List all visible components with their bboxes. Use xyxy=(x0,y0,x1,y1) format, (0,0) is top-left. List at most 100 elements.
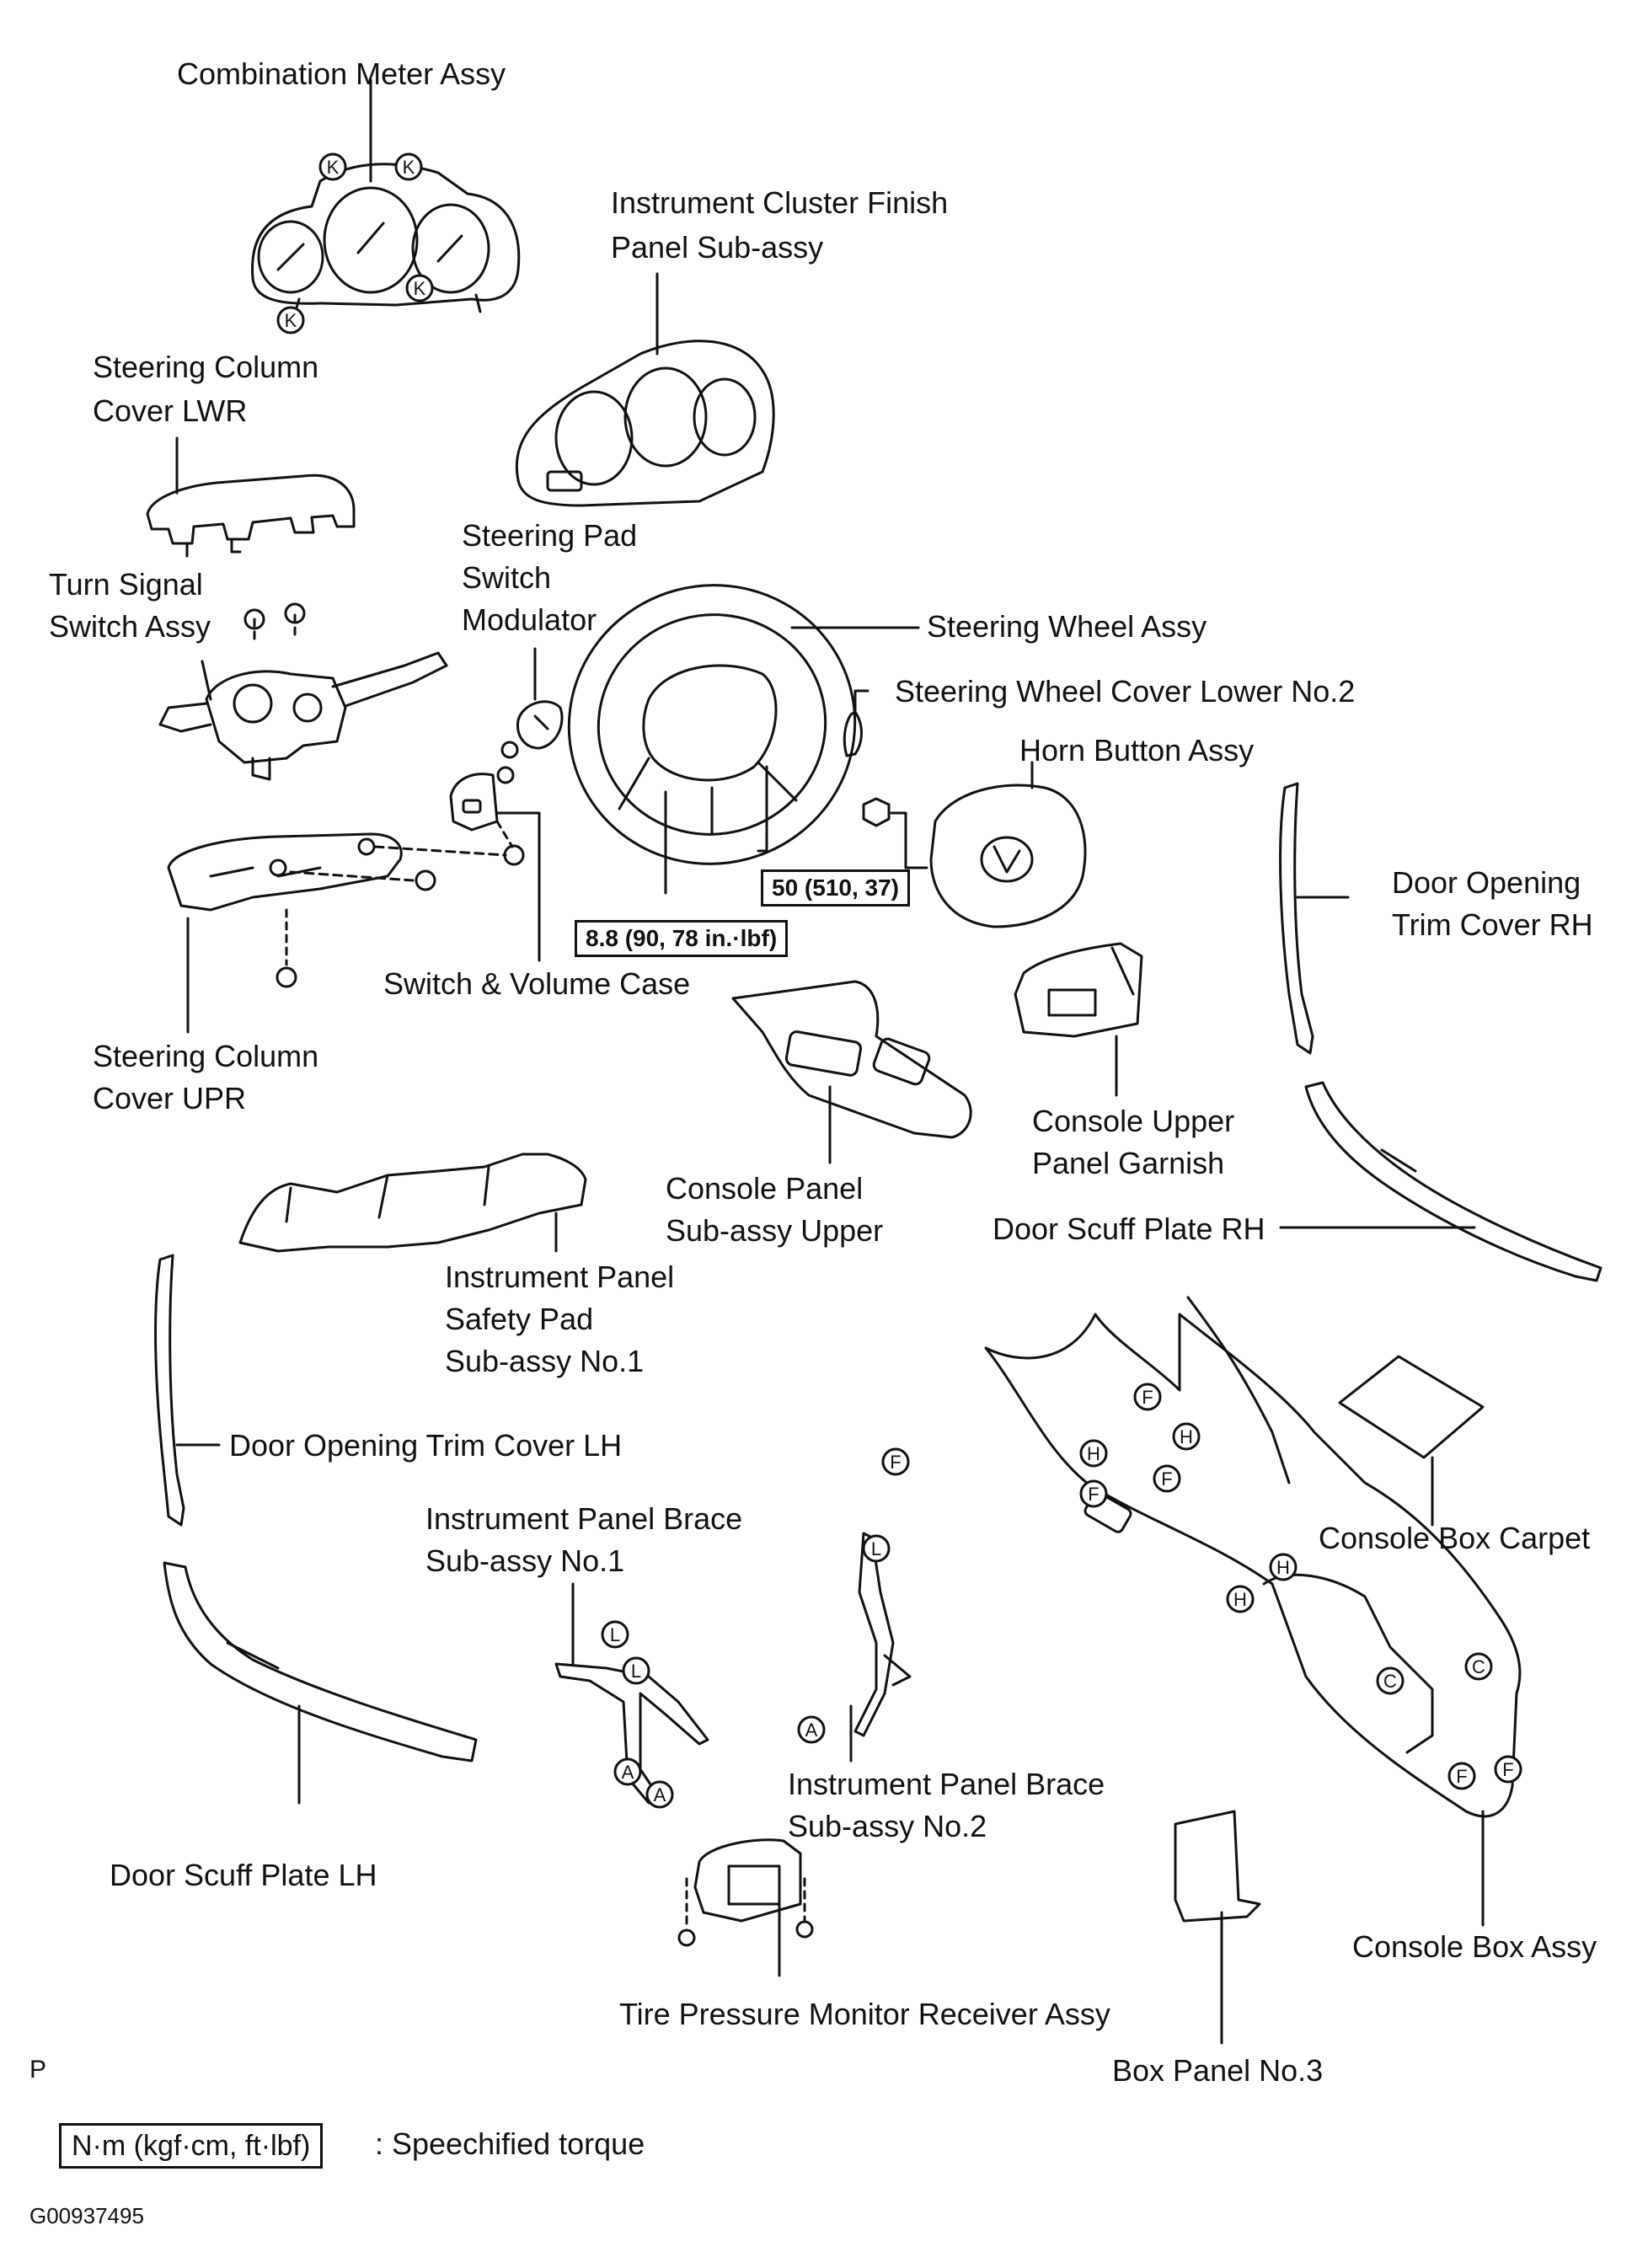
label-console-box: Console Box Assy xyxy=(1352,1929,1597,1964)
svg-text:F: F xyxy=(890,1452,901,1473)
console-garnish-illustration xyxy=(1014,942,1143,1097)
clip-l-3: L xyxy=(862,1534,891,1563)
tpms-receiver-illustration xyxy=(677,1838,814,1977)
clip-k-2: K xyxy=(394,152,423,181)
console-panel-illustration xyxy=(731,980,972,1164)
column-cover-upr-illustration xyxy=(167,832,507,1034)
clip-f-3: F xyxy=(1079,1479,1108,1508)
clip-f-1: F xyxy=(881,1447,910,1476)
label-cluster-finish-line2: Panel Sub-assy xyxy=(611,230,824,265)
label-scuff-plate-rh: Door Scuff Plate RH xyxy=(993,1212,1265,1246)
label-turn-signal-line2: Switch Assy xyxy=(49,609,211,644)
label-column-cover-lwr-line1: Steering Column xyxy=(93,350,319,384)
svg-text:L: L xyxy=(610,1624,620,1645)
clip-h-1: H xyxy=(1079,1439,1108,1468)
door-scuff-rh-illustration xyxy=(1279,1081,1603,1282)
svg-text:F: F xyxy=(1502,1759,1513,1780)
page-marker: P xyxy=(29,2056,47,2083)
label-column-cover-lwr-line2: Cover LWR xyxy=(93,393,248,428)
label-combination-meter: Combination Meter Assy xyxy=(177,56,506,91)
clip-callouts: K K K K F F F F F F H H H H C C L L L A … xyxy=(276,152,1522,1809)
svg-text:C: C xyxy=(1472,1656,1485,1677)
legend-torque-unit-box: N·m (kgf·cm, ft·lbf) xyxy=(59,2123,324,2169)
clip-a-2: A xyxy=(645,1780,674,1809)
svg-text:H: H xyxy=(1180,1426,1193,1447)
svg-text:A: A xyxy=(622,1762,634,1783)
svg-text:F: F xyxy=(1456,1766,1467,1787)
clip-c-1: C xyxy=(1376,1666,1405,1695)
clip-c-2: C xyxy=(1464,1652,1493,1681)
box-panel-illustration xyxy=(1174,1810,1261,2045)
label-brace-no2-line2: Sub-assy No.2 xyxy=(788,1809,987,1843)
label-tpms-receiver: Tire Pressure Monitor Receiver Assy xyxy=(619,1997,1110,2031)
label-brace-no2-line1: Instrument Panel Brace xyxy=(788,1767,1105,1801)
label-switch-volume-case: Switch & Volume Case xyxy=(383,966,691,1001)
clip-f-5: F xyxy=(1447,1762,1476,1790)
combination-meter-illustration xyxy=(251,78,521,315)
clip-k-1: K xyxy=(318,152,347,181)
label-safety-pad-line2: Safety Pad xyxy=(445,1302,594,1336)
svg-text:A: A xyxy=(805,1720,818,1741)
svg-text:H: H xyxy=(1233,1589,1247,1610)
steering-wheel-illustration xyxy=(567,584,920,895)
label-turn-signal-line1: Turn Signal xyxy=(49,567,203,602)
label-box-panel: Box Panel No.3 xyxy=(1112,2053,1324,2088)
cluster-finish-panel-illustration xyxy=(515,272,775,507)
door-scuff-lh-illustration xyxy=(163,1561,478,1805)
clip-h-3: H xyxy=(1269,1553,1298,1581)
label-wheel-cover-lower: Steering Wheel Cover Lower No.2 xyxy=(895,674,1356,709)
label-pad-switch-line1: Steering Pad xyxy=(462,518,638,553)
label-column-cover-upr-line2: Cover UPR xyxy=(93,1081,247,1115)
svg-text:H: H xyxy=(1087,1443,1100,1464)
door-trim-lh-illustration xyxy=(154,1254,221,1527)
clip-f-6: F xyxy=(1494,1755,1522,1784)
label-scuff-plate-lh: Door Scuff Plate LH xyxy=(110,1858,377,1892)
label-horn-button: Horn Button Assy xyxy=(1019,733,1255,768)
label-door-trim-lh: Door Opening Trim Cover LH xyxy=(229,1428,623,1463)
svg-text:K: K xyxy=(414,278,426,299)
label-pad-switch-line2: Switch xyxy=(462,560,552,595)
console-box-illustration xyxy=(984,1296,1522,1927)
svg-text:A: A xyxy=(654,1784,666,1805)
label-brace-no1-line2: Sub-assy No.1 xyxy=(425,1543,625,1578)
clip-h-4: H xyxy=(1226,1585,1255,1613)
brace-no1-illustration xyxy=(554,1582,709,1805)
wheel-nut-illustration xyxy=(862,797,928,869)
figure-code: G00937495 xyxy=(29,2203,144,2228)
svg-text:L: L xyxy=(631,1661,641,1682)
svg-text:C: C xyxy=(1383,1671,1397,1692)
torque-pad-screw: 8.8 (90, 78 in.·lbf) xyxy=(575,920,789,957)
label-steering-wheel: Steering Wheel Assy xyxy=(927,609,1207,644)
label-column-cover-upr-line1: Steering Column xyxy=(93,1039,319,1073)
svg-text:L: L xyxy=(871,1538,881,1559)
clip-h-2: H xyxy=(1172,1422,1201,1451)
clip-f-2: F xyxy=(1133,1383,1162,1411)
turn-signal-switch-illustration xyxy=(158,602,448,781)
safety-pad-illustration xyxy=(238,1153,587,1253)
brace-no2-illustration xyxy=(849,1532,912,1763)
column-cover-lwr-illustration xyxy=(146,436,356,558)
label-console-panel-line2: Sub-assy Upper xyxy=(666,1213,884,1248)
label-door-trim-rh-line2: Trim Cover RH xyxy=(1392,907,1593,942)
clip-l-2: L xyxy=(622,1656,650,1685)
legend-description: : Speechified torque xyxy=(375,2126,645,2161)
svg-text:F: F xyxy=(1142,1387,1153,1408)
pad-switch-modulator-illustration xyxy=(496,647,564,784)
wheel-cover-lower-illustration xyxy=(843,689,869,757)
switch-volume-case-illustration xyxy=(449,773,541,962)
label-console-carpet: Console Box Carpet xyxy=(1319,1521,1591,1555)
label-console-garnish-line2: Panel Garnish xyxy=(1032,1146,1225,1180)
label-safety-pad-line1: Instrument Panel xyxy=(445,1260,675,1294)
label-cluster-finish-line1: Instrument Cluster Finish xyxy=(611,185,949,220)
label-door-trim-rh-line1: Door Opening xyxy=(1392,865,1581,900)
svg-text:F: F xyxy=(1161,1468,1172,1490)
horn-button-illustration xyxy=(929,761,1087,928)
console-carpet-illustration xyxy=(1338,1355,1485,1527)
svg-text:K: K xyxy=(285,310,297,331)
torque-wheel-nut: 50 (510, 37) xyxy=(761,869,910,907)
svg-text:H: H xyxy=(1276,1557,1290,1578)
clip-a-1: A xyxy=(613,1757,642,1786)
door-trim-rh-illustration xyxy=(1279,782,1350,1055)
svg-text:K: K xyxy=(327,157,340,178)
